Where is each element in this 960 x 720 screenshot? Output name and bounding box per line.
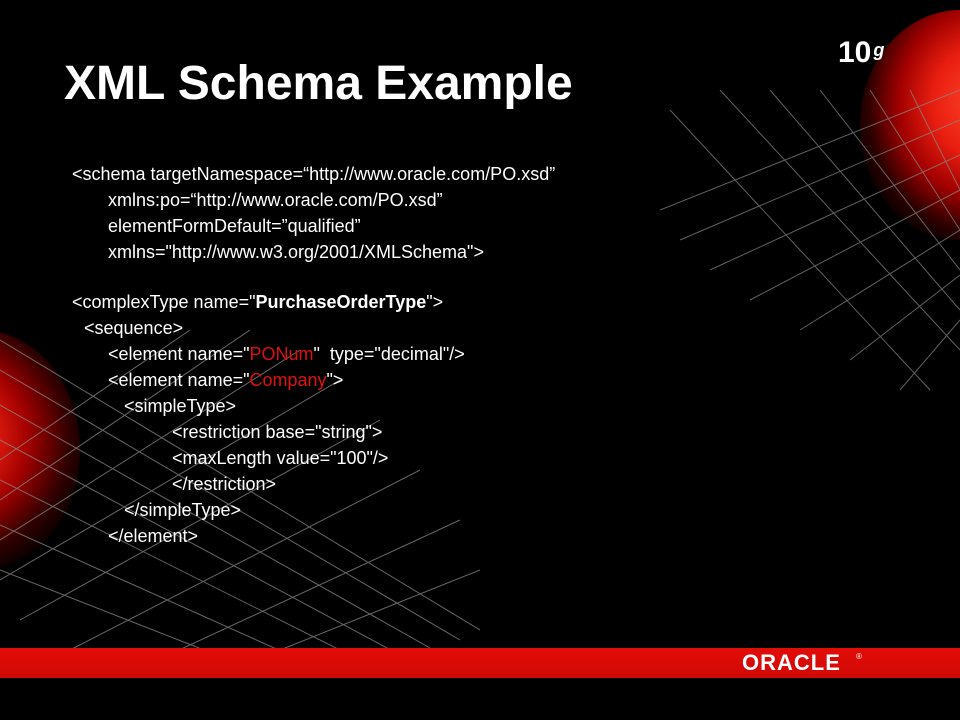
code-line-9: <simpleType>	[124, 396, 237, 416]
code-fragment: <complexType name="	[72, 292, 256, 312]
code-line-14: </element>	[108, 526, 199, 546]
code-line-12: </restriction>	[172, 474, 277, 494]
code-line-11: <maxLength value="100"/>	[172, 448, 389, 468]
code-line-3: elementFormDefault=”qualified”	[108, 216, 361, 236]
code-fragment: <element name="	[108, 344, 250, 364]
code-line-2: xmlns:po=“http://www.oracle.com/PO.xsd”	[108, 190, 443, 210]
code-line-8: <element name="Company">	[108, 368, 343, 392]
code-line-5: <complexType name="PurchaseOrderType">	[72, 290, 443, 314]
element-name-company: Company	[249, 370, 327, 390]
code-fragment: ">	[326, 370, 344, 390]
slide-title: XML Schema Example	[64, 57, 573, 110]
complex-type-name: PurchaseOrderType	[255, 292, 427, 312]
code-line-13: </simpleType>	[124, 500, 242, 520]
code-line-6: <sequence>	[84, 318, 184, 338]
code-fragment: " type="decimal"/>	[313, 344, 465, 364]
code-fragment: ">	[426, 292, 444, 312]
code-line-7: <element name="PONum" type="decimal"/>	[108, 342, 465, 366]
version-letter: g	[873, 39, 885, 60]
footer-bar	[0, 648, 960, 678]
registered-mark: ®	[856, 652, 862, 661]
element-name-ponum: PONum	[249, 344, 314, 364]
version-number: 10	[838, 36, 872, 69]
code-line-1: <schema targetNamespace=“http://www.orac…	[72, 164, 556, 184]
oracle-logo: ORACLE	[742, 650, 841, 675]
code-fragment: <element name="	[108, 370, 250, 390]
perspective-grid-right	[660, 90, 960, 391]
code-line-10: <restriction base="string">	[172, 422, 383, 442]
code-line-4: xmlns="http://www.w3.org/2001/XMLSchema"…	[108, 242, 484, 262]
